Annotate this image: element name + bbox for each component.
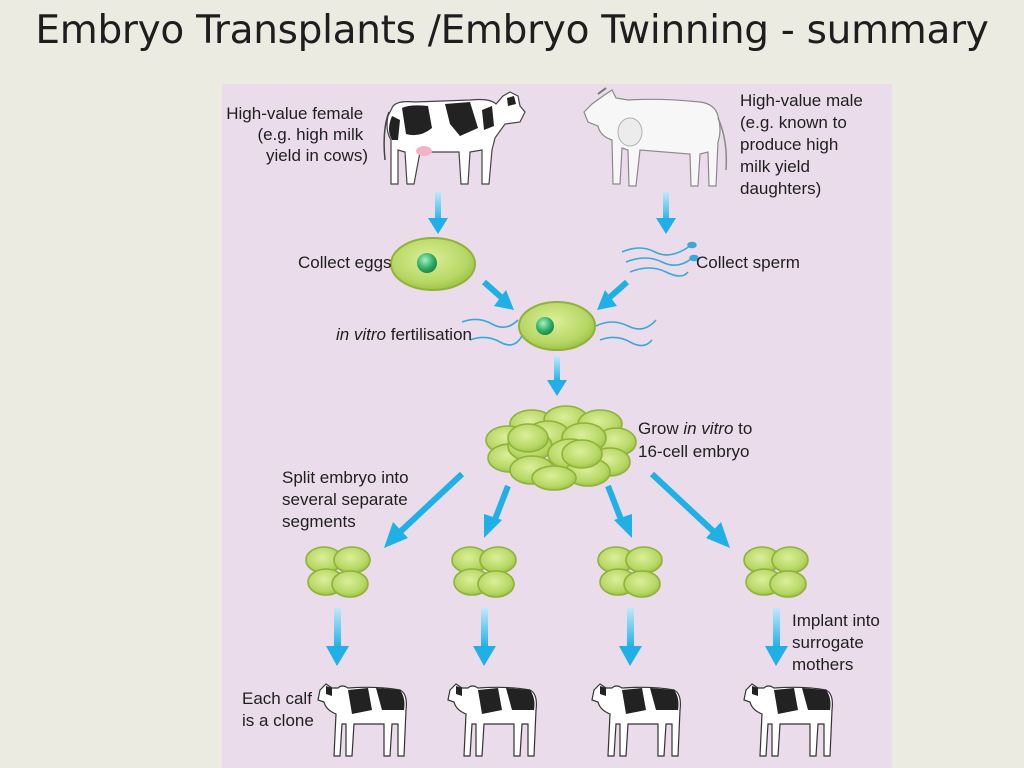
arrow-icon [765,608,788,666]
collect-eggs-label: Collect eggs [298,253,392,272]
calf-label-line: Each calf [242,689,312,708]
female-label: High-value female (e.g. high milk yield … [226,104,368,165]
male-label-line: milk yield [740,157,810,176]
embryo-segment-icon [451,546,517,598]
collect-sperm-label: Collect sperm [696,253,800,272]
implant-label: Implant into surrogate mothers [792,611,885,674]
split-label-line: Split embryo into [282,468,409,487]
grow-label-line: Grow in vitro to [638,419,752,438]
arrow-icon [619,608,642,666]
embryo-segment-icon [597,546,663,598]
female-cow-icon [383,91,526,185]
sperm-icon [461,318,657,347]
egg-cell-icon [390,237,476,291]
arrow-icon [656,192,676,234]
implant-label-line: mothers [792,655,853,674]
split-label-line: several separate [282,490,408,509]
female-label-line: High-value female [226,104,363,123]
sixteen-cell-embryo-icon [485,405,637,491]
calf-label: Each calf is a clone [242,689,317,730]
arrow-icon [482,279,514,310]
arrow-icon [605,484,632,538]
calf-icon [447,683,537,757]
male-bull-icon [583,87,728,187]
calf-icon [591,683,681,757]
male-label-line: produce high [740,135,838,154]
male-label-line: (e.g. known to [740,113,847,132]
arrow-icon [384,471,465,548]
calf-icon [743,683,833,757]
ivf-label: in vitro fertilisation [336,325,472,344]
female-label-line: (e.g. high milk [257,125,363,144]
arrow-icon [473,608,496,666]
arrow-icon [428,192,448,234]
ivf-label-italic: in vitro [336,325,386,344]
diagram-canvas: High-value female (e.g. high milk yield … [226,87,885,757]
grow-label-line: 16-cell embryo [638,442,750,461]
implant-label-line: Implant into [792,611,880,630]
split-label-line: segments [282,512,356,531]
sperm-icon [621,241,699,277]
embryo-segment-icon [305,546,371,598]
arrow-icon [547,356,567,396]
calf-icon [317,683,407,757]
diagram-panel: High-value female (e.g. high milk yield … [222,84,892,768]
slide-title: Embryo Transplants /Embryo Twinning - su… [35,8,989,53]
arrow-icon [326,608,349,666]
arrow-icon [484,484,511,538]
male-label-line: daughters) [740,179,821,198]
male-label-line: High-value male [740,91,863,110]
grow-label: Grow in vitro to 16-cell embryo [638,419,757,461]
fertilised-egg-icon [518,301,596,351]
ivf-label-rest: fertilisation [386,325,472,344]
female-label-line: yield in cows) [266,146,368,165]
calf-label-line: is a clone [242,711,314,730]
male-label: High-value male (e.g. known to produce h… [740,91,868,198]
arrow-icon [597,279,629,310]
implant-label-line: surrogate [792,633,864,652]
embryo-segment-icon [743,546,809,598]
split-label: Split embryo into several separate segme… [282,468,413,531]
arrow-icon [649,471,730,548]
